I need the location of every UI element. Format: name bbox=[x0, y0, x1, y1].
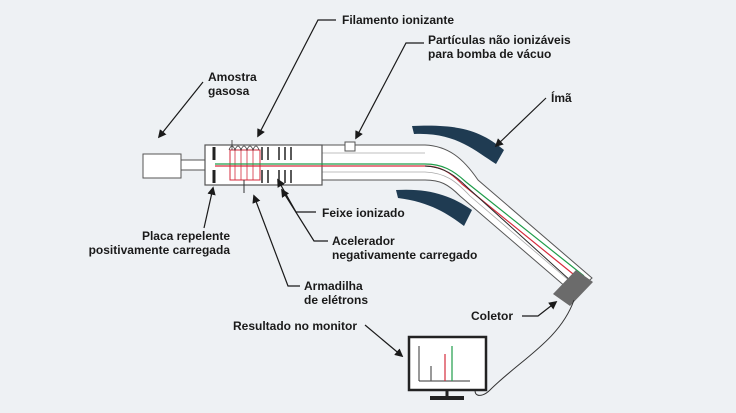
arrow-ima bbox=[494, 97, 547, 148]
label-coletor: Coletor bbox=[471, 309, 513, 323]
magnet-icon bbox=[412, 125, 504, 164]
label-amostra-line2: gasosa bbox=[208, 84, 250, 98]
arrow-particulas bbox=[355, 42, 424, 140]
arrow-resultado bbox=[364, 324, 404, 358]
arrow-coletor bbox=[522, 300, 558, 317]
arrow-amostra bbox=[157, 81, 204, 139]
filament-coil bbox=[228, 145, 260, 152]
arrow-filamento bbox=[257, 19, 336, 138]
label-resultado: Resultado no monitor bbox=[233, 319, 357, 333]
label-particulas: Partículas não ionizáveis para bomba de … bbox=[428, 33, 571, 61]
label-armadilha-line2: de elétrons bbox=[304, 293, 369, 307]
label-placa-line1: Placa repelente bbox=[141, 229, 230, 243]
label-placa-line2: positivamente carregada bbox=[88, 243, 230, 257]
label-amostra: Amostra gasosa bbox=[208, 70, 257, 98]
label-acelerador: Acelerador negativamente carregado bbox=[332, 234, 477, 262]
magnet-icon bbox=[396, 189, 472, 226]
arrow-placa bbox=[203, 186, 216, 229]
label-particulas-line1: Partículas não ionizáveis bbox=[428, 33, 571, 47]
monitor-icon bbox=[407, 335, 488, 400]
arrow-acelerador bbox=[281, 188, 328, 242]
vacuum-port bbox=[344, 141, 356, 152]
ion-beam-green bbox=[215, 163, 585, 277]
label-armadilha: Armadilha de elétrons bbox=[304, 279, 368, 307]
ionizing-filament bbox=[229, 149, 261, 181]
label-placa: Placa repelente positivamente carregada bbox=[80, 229, 230, 257]
label-feixe: Feixe ionizado bbox=[322, 206, 405, 220]
collector-cable bbox=[474, 299, 575, 396]
flight-tube-inner-curve bbox=[320, 171, 581, 291]
ion-beam-dark bbox=[424, 165, 573, 283]
label-particulas-line2: para bomba de vácuo bbox=[428, 47, 552, 61]
label-armadilha-line1: Armadilha bbox=[304, 279, 363, 293]
label-ima: Ímã bbox=[551, 91, 572, 105]
sample-inlet bbox=[142, 153, 182, 179]
label-filamento: Filamento ionizante bbox=[342, 13, 455, 27]
label-amostra-line1: Amostra bbox=[208, 70, 257, 84]
arrow-armadilha bbox=[252, 194, 300, 287]
inlet-pipe bbox=[180, 159, 206, 171]
ionization-chamber bbox=[204, 144, 323, 186]
collector-icon bbox=[553, 270, 593, 306]
label-acelerador-line1: Acelerador bbox=[332, 234, 395, 248]
label-acelerador-line2: negativamente carregado bbox=[332, 248, 478, 262]
